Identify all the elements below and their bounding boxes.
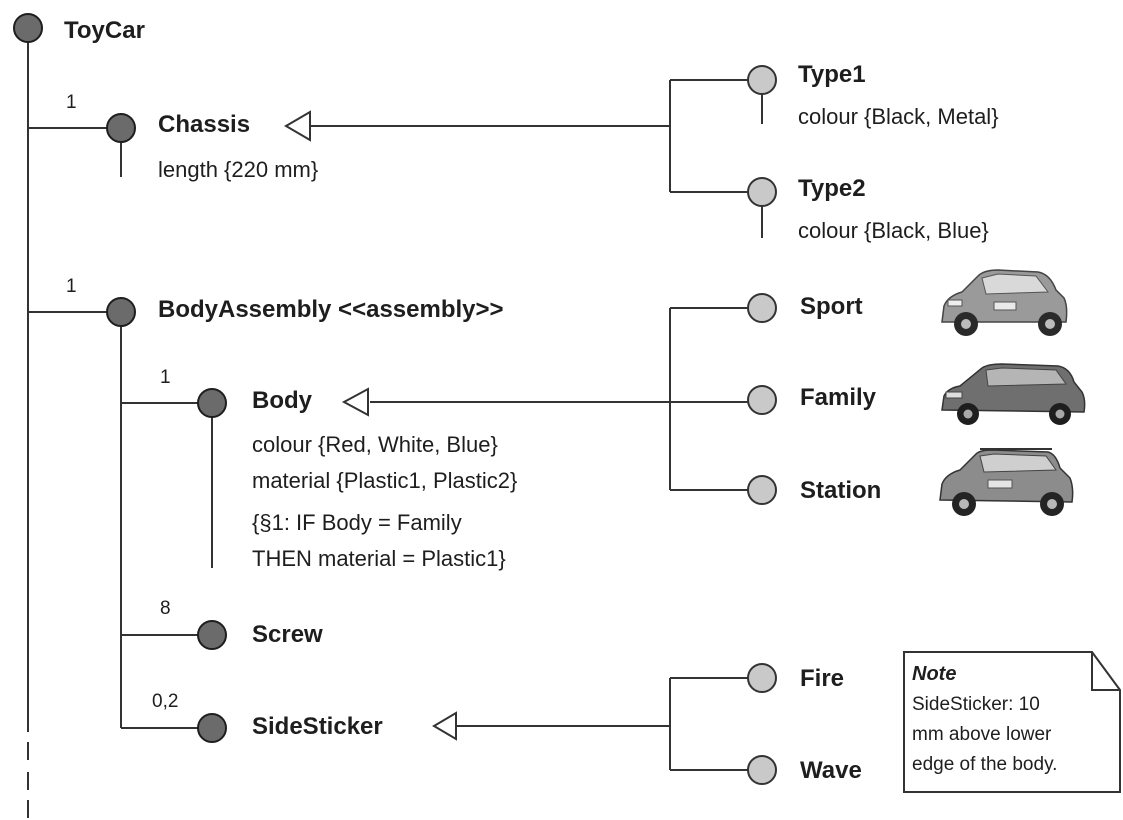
station-variant-node[interactable] xyxy=(747,475,777,505)
root-node[interactable] xyxy=(13,13,43,43)
chassis-multiplicity: 1 xyxy=(66,92,77,113)
station-label: Station xyxy=(800,477,881,504)
screw-node[interactable] xyxy=(197,620,227,650)
fire-label: Fire xyxy=(800,665,844,692)
body-constraint-line2: THEN material = Plastic1} xyxy=(252,546,506,571)
sidesticker-multiplicity: 0,2 xyxy=(152,691,178,712)
chassis-label: Chassis xyxy=(158,111,250,138)
note-line: mm above lower xyxy=(912,724,1052,745)
station-wagon-picture xyxy=(939,448,1074,516)
chassis-attr: length {220 mm} xyxy=(158,157,318,182)
type2-variant-node[interactable] xyxy=(747,177,777,207)
note-box: Note SideSticker: 10 mm above lower edge… xyxy=(903,651,1121,793)
family-label: Family xyxy=(800,384,877,411)
type2-attr: colour {Black, Blue} xyxy=(798,218,989,243)
sidesticker-node[interactable] xyxy=(197,713,227,743)
wave-label: Wave xyxy=(800,757,862,784)
body-constraint-line1: {§1: IF Body = Family xyxy=(252,510,462,535)
body-generalization-arrow-icon xyxy=(341,387,369,417)
family-car-picture xyxy=(941,363,1086,425)
note-title: Note xyxy=(912,663,956,685)
chassis-generalization-arrow-icon xyxy=(284,110,311,142)
sidesticker-generalization-arrow-icon xyxy=(432,711,457,741)
bodyassembly-label: BodyAssembly <<assembly>> xyxy=(158,296,504,323)
fire-variant-node[interactable] xyxy=(747,663,777,693)
sport-label: Sport xyxy=(800,293,863,320)
connector-lines xyxy=(27,28,763,818)
body-multiplicity: 1 xyxy=(160,367,171,388)
body-label: Body xyxy=(252,387,313,414)
note-line: edge of the body. xyxy=(912,754,1057,775)
note-fold-icon xyxy=(1091,652,1120,691)
type2-label: Type2 xyxy=(798,175,866,202)
body-attr-colour: colour {Red, White, Blue} xyxy=(252,432,498,457)
root-label: ToyCar xyxy=(64,17,145,44)
type1-attr: colour {Black, Metal} xyxy=(798,104,999,129)
family-variant-node[interactable] xyxy=(747,385,777,415)
wave-variant-node[interactable] xyxy=(747,755,777,785)
screw-label: Screw xyxy=(252,621,323,648)
sport-car-picture xyxy=(941,269,1068,336)
bodyassembly-node[interactable] xyxy=(106,297,136,327)
sidesticker-label: SideSticker xyxy=(252,713,383,740)
note-line: SideSticker: 10 xyxy=(912,694,1040,715)
sport-variant-node[interactable] xyxy=(747,293,777,323)
bodyassembly-multiplicity: 1 xyxy=(66,276,77,297)
type1-variant-node[interactable] xyxy=(747,65,777,95)
type1-label: Type1 xyxy=(798,61,866,88)
screw-multiplicity: 8 xyxy=(160,598,171,619)
chassis-node[interactable] xyxy=(106,113,136,143)
body-node[interactable] xyxy=(197,388,227,418)
body-attr-material: material {Plastic1, Plastic2} xyxy=(252,468,517,493)
